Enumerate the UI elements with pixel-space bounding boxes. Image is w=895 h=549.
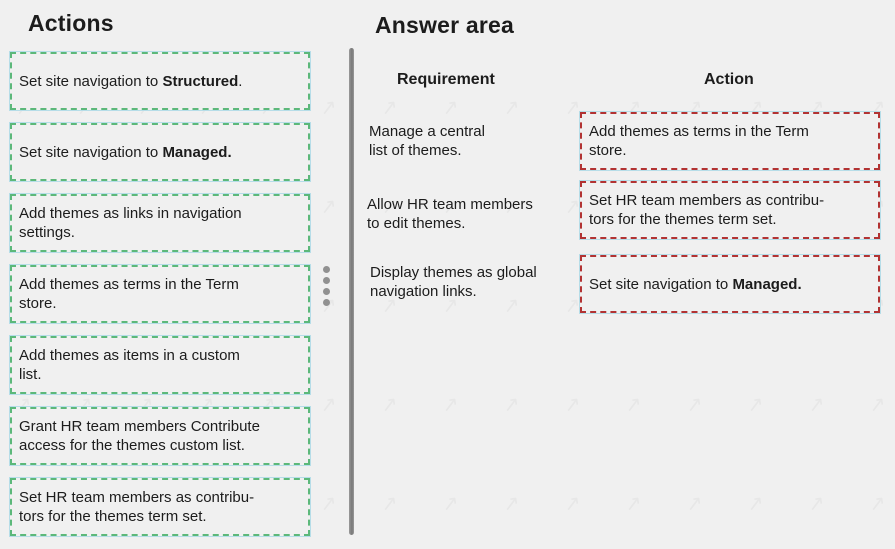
action-item-text: Set HR team members as contribu- bbox=[19, 489, 255, 506]
action-item-term-store[interactable]: Add themes as terms in the Term store. bbox=[9, 264, 311, 324]
dot bbox=[323, 299, 330, 306]
panel-divider bbox=[349, 48, 354, 535]
action-item-text: Set site navigation to Structured. bbox=[19, 72, 243, 90]
answer-slot-text: Add themes as terms in the Term bbox=[589, 123, 809, 140]
action-item-text: Add themes as items in a custom bbox=[19, 347, 240, 364]
column-header-requirement: Requirement bbox=[397, 71, 495, 88]
action-item-custom-list[interactable]: Add themes as items in a custom list. bbox=[9, 335, 311, 395]
actions-list: Set site navigation to Structured. Set s… bbox=[9, 51, 311, 537]
action-item-managed[interactable]: Set site navigation to Managed. bbox=[9, 122, 311, 182]
scroll-dots bbox=[323, 266, 330, 306]
answer-slot-text: Set site navigation to Managed. bbox=[589, 275, 802, 293]
requirement-text: Display themes as global navigation link… bbox=[370, 264, 537, 300]
action-item-text: Add themes as links in navigation bbox=[19, 205, 242, 222]
answer-slot-text: Set HR team members as contribu- bbox=[589, 192, 825, 209]
answer-slot-term-store[interactable]: Add themes as terms in the Term store. bbox=[579, 111, 881, 171]
action-item-contributors[interactable]: Set HR team members as contribu- tors fo… bbox=[9, 477, 311, 537]
actions-heading: Actions bbox=[28, 10, 114, 36]
action-item-text: Grant HR team members Contribute bbox=[19, 418, 260, 435]
answer-area-heading: Answer area bbox=[375, 12, 514, 38]
action-item-text: Set site navigation to Managed. bbox=[19, 143, 232, 161]
action-item-text: Add themes as terms in the Term bbox=[19, 276, 239, 293]
dot bbox=[323, 288, 330, 295]
action-item-structured[interactable]: Set site navigation to Structured. bbox=[9, 51, 311, 111]
requirement-text: Allow HR team members to edit themes. bbox=[367, 196, 533, 232]
dot bbox=[323, 266, 330, 273]
requirement-text: Manage a central list of themes. bbox=[369, 123, 485, 159]
action-item-nav-links[interactable]: Add themes as links in navigation settin… bbox=[9, 193, 311, 253]
column-header-action: Action bbox=[704, 71, 754, 88]
answer-slot-contributors[interactable]: Set HR team members as contribu- tors fo… bbox=[579, 180, 881, 240]
dot bbox=[323, 277, 330, 284]
answer-slot-managed[interactable]: Set site navigation to Managed. bbox=[579, 254, 881, 314]
action-item-grant-contribute[interactable]: Grant HR team members Contribute access … bbox=[9, 406, 311, 466]
